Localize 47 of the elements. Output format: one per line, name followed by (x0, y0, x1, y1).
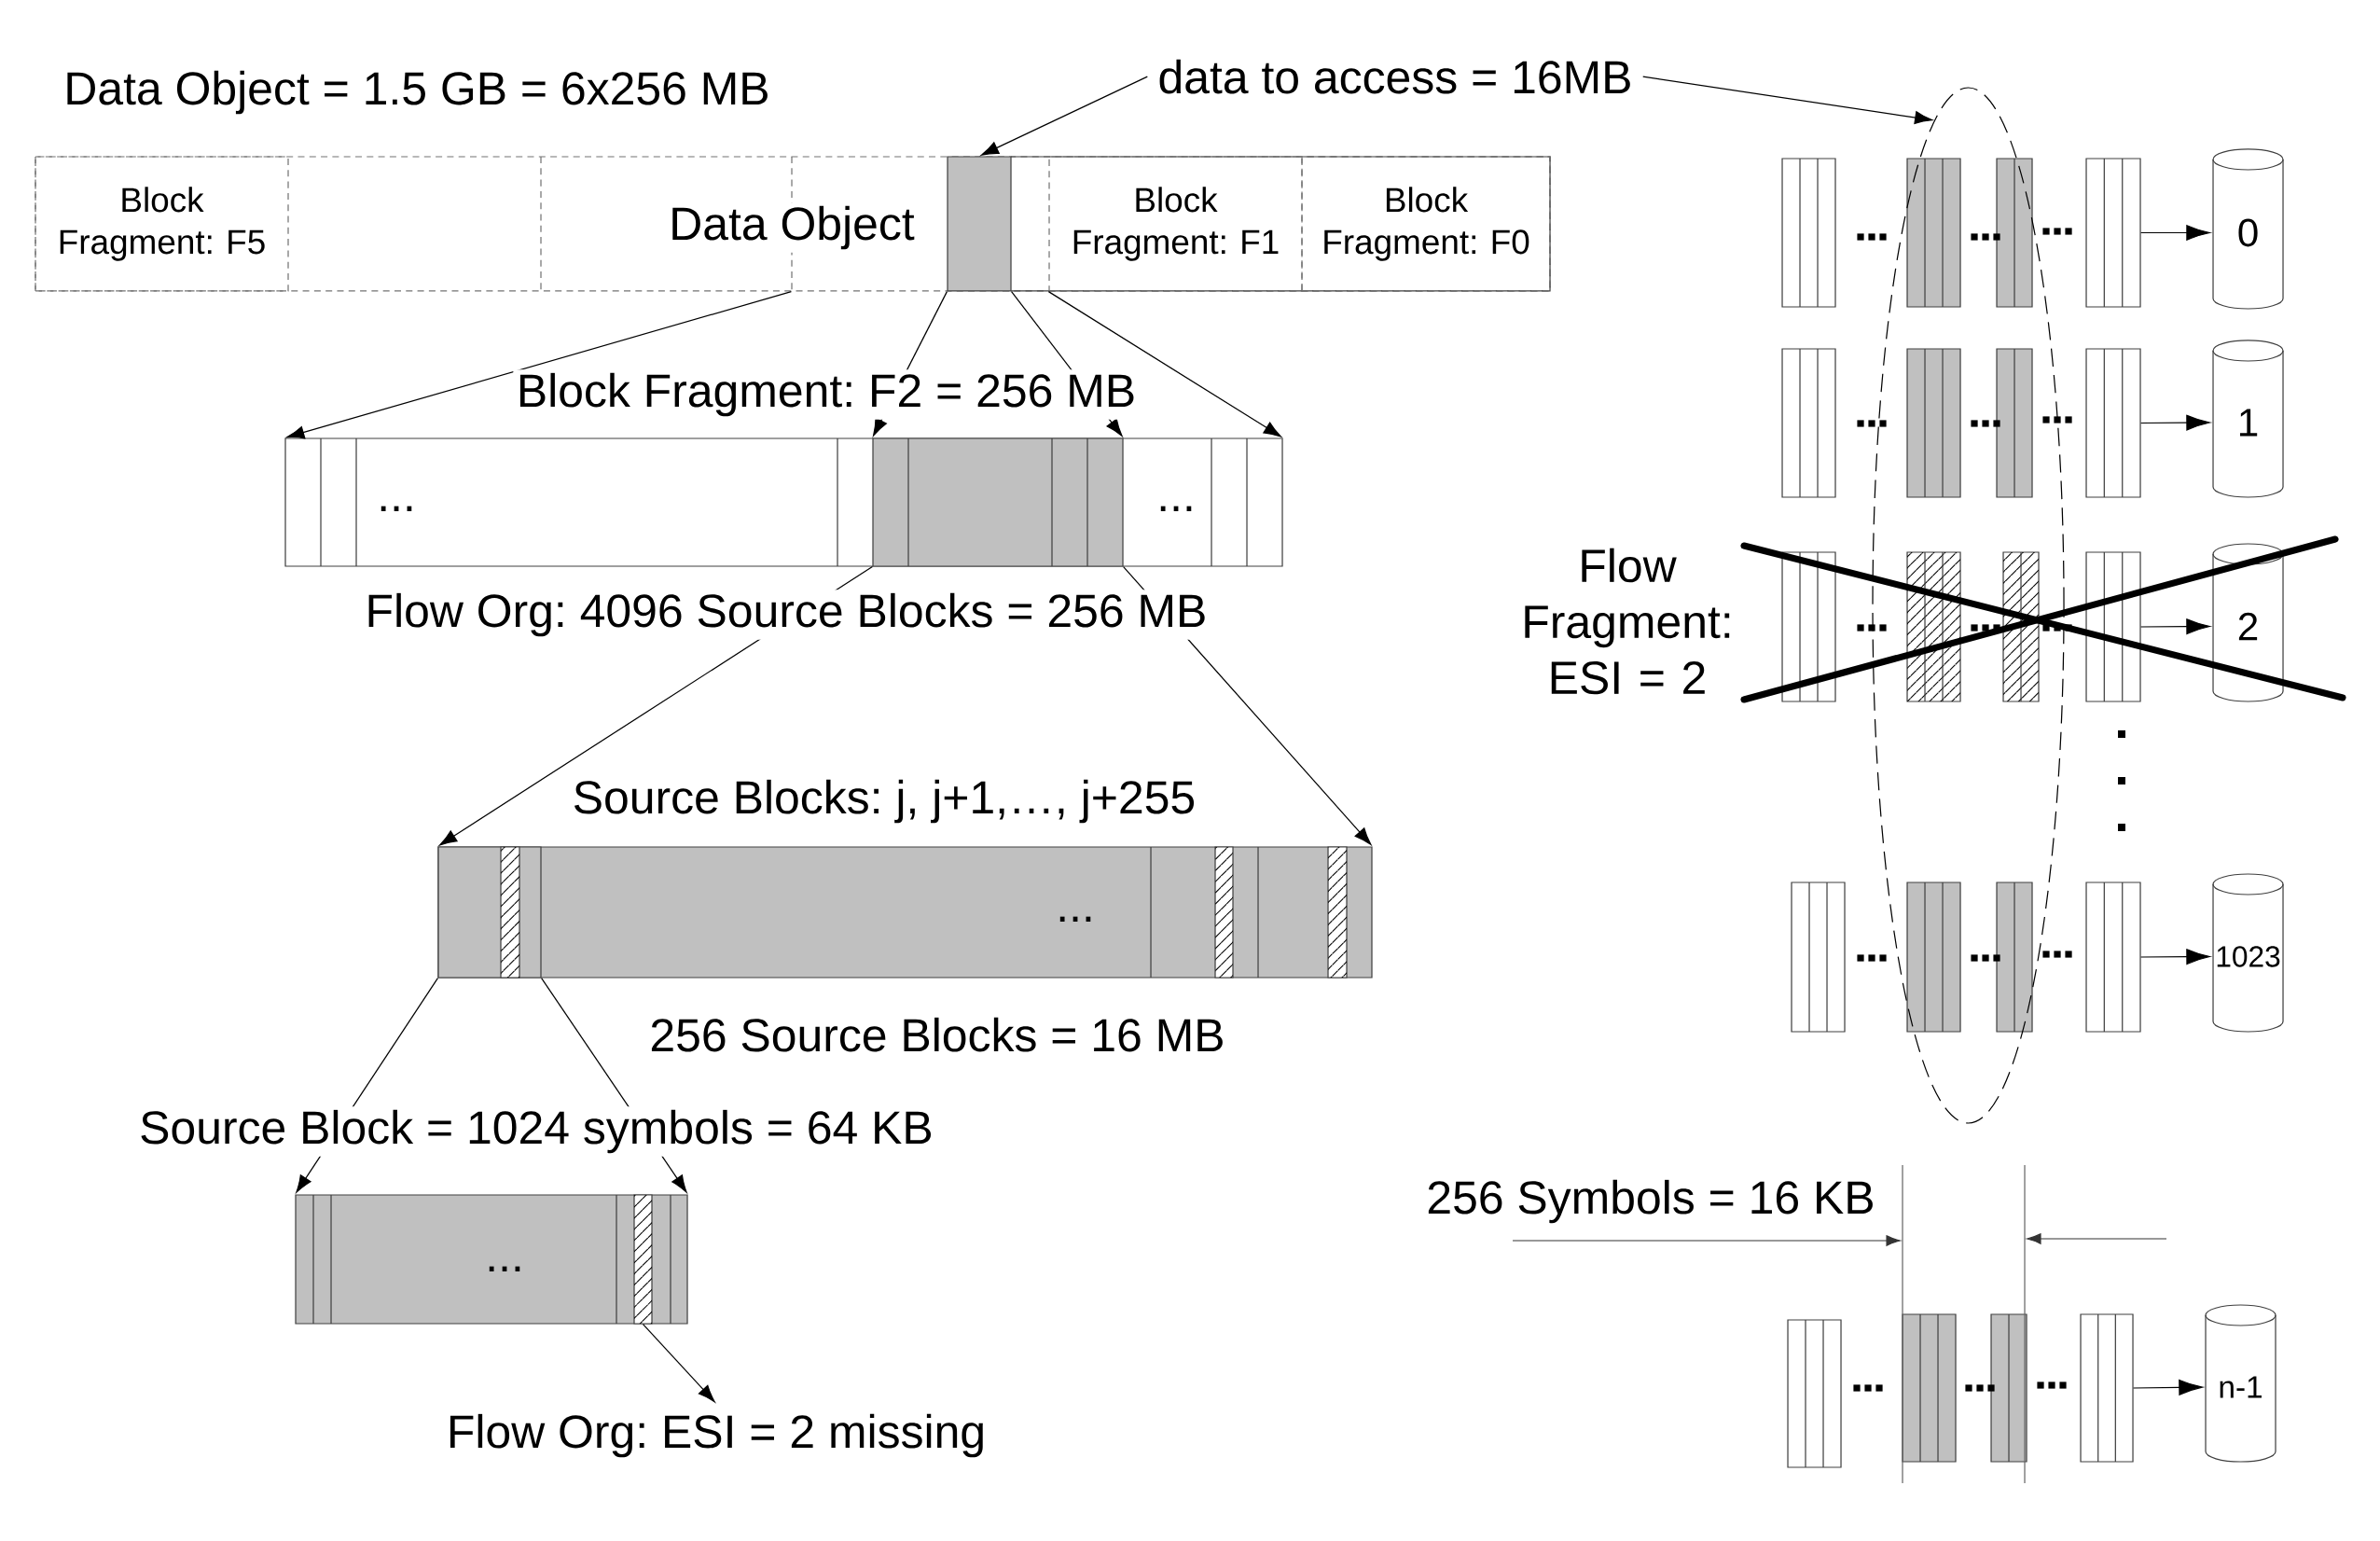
heading: Source Block = 1024 symbols = 64 KB (135, 1106, 937, 1157)
arrow (1047, 291, 1281, 437)
bar-cell: Block Fragment: F0 (1301, 156, 1551, 292)
arrow (286, 291, 792, 439)
caption: 256 Source Blocks = 16 MB (645, 1014, 1229, 1055)
note-text: Flow Org: ESI = 2 missing (450, 1413, 983, 1458)
shaded-segment (437, 846, 542, 979)
shaded-segment (947, 156, 1012, 292)
symbol-stack (2085, 551, 2141, 702)
arrow (2140, 414, 2210, 431)
arrow (642, 1324, 715, 1403)
segmented-bar (35, 156, 1551, 292)
disk-cylinder: 1 (2212, 340, 2284, 498)
node-label: 1023 (2217, 946, 2280, 967)
bar-cell: Block Fragment: F5 (35, 156, 289, 292)
caption: Flow Org: 4096 Source Blocks = 256 MB (362, 590, 1211, 640)
bar-label: Data Object (665, 202, 919, 253)
disk-cylinder: 1023 (2212, 873, 2284, 1033)
heading: Block Fragment: F2 = 256 MB (513, 369, 1140, 420)
arrow (2133, 1379, 2203, 1395)
ellipsis-text: ... (381, 506, 412, 511)
dimension-label: 256 Symbols = 16 KB (1428, 1179, 1873, 1224)
ellipsis-text: ... (489, 1266, 520, 1271)
bar-cell: Block Fragment: F1 (1048, 156, 1303, 292)
shaded-segment (872, 437, 1124, 567)
disk-cylinder: n-1 (2205, 1304, 2276, 1463)
ellipsis-text: ... (1160, 506, 1192, 511)
disk-cylinder: 0 (2212, 148, 2284, 310)
dashed-ellipse (1872, 87, 2065, 1124)
symbol-stack (2085, 158, 2141, 308)
callout-text: data to access = 16MB (1159, 59, 1630, 94)
node-label: 2 (2238, 612, 2258, 641)
symbol-stack (2085, 348, 2141, 498)
symbol-stack (2080, 1313, 2134, 1463)
leader-arrow (980, 76, 1148, 156)
node-label: n-1 (2220, 1376, 2262, 1398)
side-label: Flow Fragment: ESI = 2 (1525, 548, 1730, 695)
leader-arrow (1642, 76, 1933, 124)
heading: Data Object = 1.5 GB = 6x256 MB (60, 67, 774, 118)
segmented-bar (1327, 846, 1348, 979)
node-label: 0 (2238, 218, 2258, 247)
segmented-bar (295, 1194, 688, 1325)
ellipsis-text: ... (1059, 916, 1091, 922)
disk-cylinder: 2 (2212, 543, 2284, 702)
heading: Source Blocks: j, j+1,…, j+255 (569, 776, 1199, 826)
node-label: 1 (2240, 409, 2258, 437)
symbol-stack (2085, 882, 2141, 1033)
